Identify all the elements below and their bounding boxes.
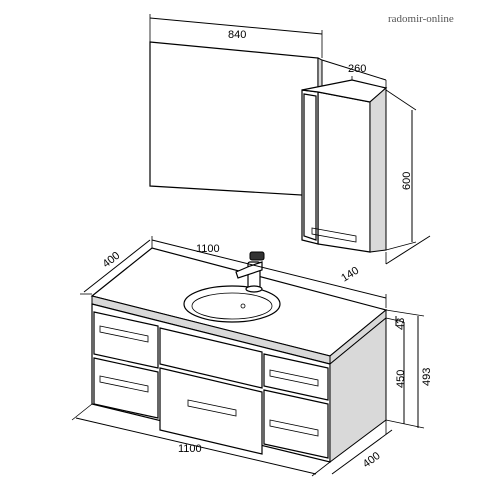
drawer-handle-5 xyxy=(269,419,319,437)
wall-cabinet-handle xyxy=(311,227,357,243)
dim-mirror-width: 840 xyxy=(228,29,246,41)
dimension-lines xyxy=(71,14,431,477)
sink-bowl xyxy=(183,285,281,323)
drawer-handle-4 xyxy=(269,369,319,387)
dim-top-width: 1100 xyxy=(196,243,220,255)
drawer-handle-2 xyxy=(99,375,149,393)
dim-base-width: 1100 xyxy=(178,443,202,455)
wall-cabinet xyxy=(301,79,388,253)
dim-base-depth: 400 xyxy=(361,450,383,470)
drawer-handle-1 xyxy=(99,325,149,343)
countertop xyxy=(90,247,388,366)
drawer-handle-3 xyxy=(187,399,237,417)
dim-total-height: 493 xyxy=(421,368,433,386)
dim-cabinet-width: 260 xyxy=(348,63,366,75)
dim-top-thickness: 43 xyxy=(395,318,407,330)
dim-body-height: 450 xyxy=(395,370,407,388)
dim-top-depth: 400 xyxy=(100,250,122,271)
dim-cabinet-height: 600 xyxy=(401,172,413,190)
watermark-text: radomir-online xyxy=(388,13,454,25)
mirror xyxy=(149,41,323,199)
drain xyxy=(240,303,246,309)
dim-cabinet-depth: 140 xyxy=(339,265,361,285)
vanity-base xyxy=(91,303,387,463)
faucet xyxy=(235,251,265,293)
